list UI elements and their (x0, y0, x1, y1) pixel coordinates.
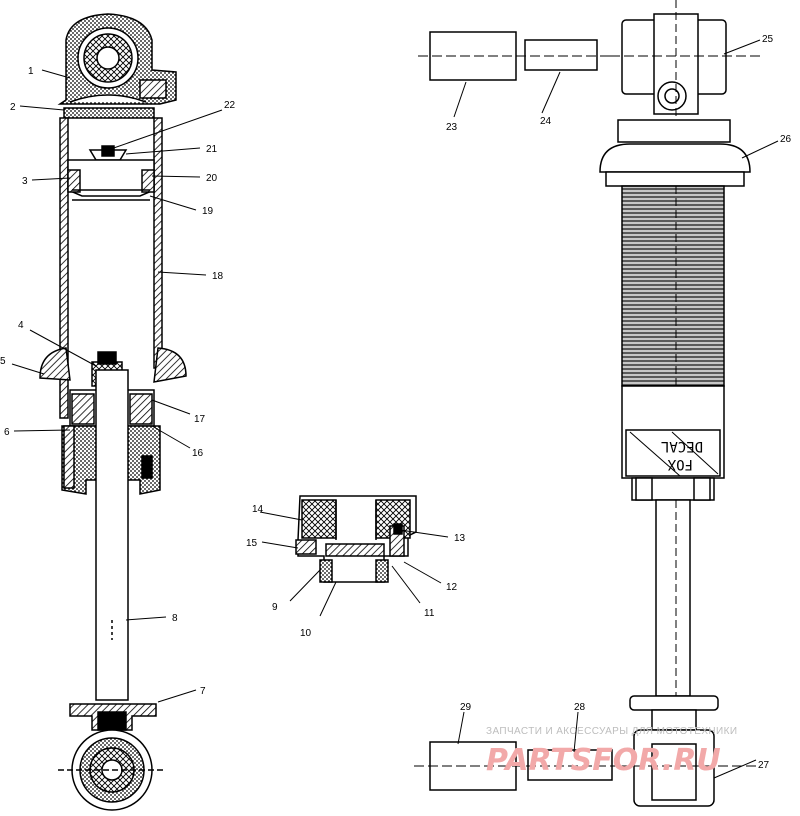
bushing-28 (527, 749, 613, 781)
watermark: ЗАПЧАСТИ И АКСЕССУАРЫ ДЛЯ МОТОТЕХНИКИ PA… (486, 726, 737, 778)
bushing-24 (524, 39, 598, 71)
label-1: 1 (28, 66, 34, 77)
shock-external-view (599, 0, 760, 807)
leader-lines (11, 39, 779, 779)
label-8: 8 (172, 613, 178, 624)
bushings-top (418, 31, 614, 81)
bushings-bottom (414, 741, 622, 791)
label-14: 14 (252, 504, 264, 515)
label-6: 6 (4, 427, 10, 438)
label-29: 29 (460, 702, 472, 713)
decal-line-1: FOX (667, 456, 693, 472)
decal-line-2: DECAL (661, 438, 703, 454)
label-9: 9 (272, 602, 278, 613)
label-17: 17 (194, 414, 206, 425)
part-labels: 1 2 3 4 5 6 7 8 9 10 11 12 13 14 15 16 1… (0, 34, 792, 771)
label-4: 4 (18, 320, 24, 331)
label-19: 19 (202, 206, 214, 217)
label-13: 13 (454, 533, 466, 544)
label-7: 7 (200, 686, 206, 697)
shock-cutaway-view (39, 13, 187, 811)
decal: FOX DECAL (661, 438, 703, 472)
label-26: 26 (780, 134, 792, 145)
label-16: 16 (192, 448, 204, 459)
label-5: 5 (0, 356, 6, 367)
label-28: 28 (574, 702, 586, 713)
seal-head-detail-view (295, 495, 417, 583)
label-20: 20 (206, 173, 218, 184)
label-18: 18 (212, 271, 224, 282)
label-3: 3 (22, 176, 28, 187)
label-24: 24 (540, 116, 552, 127)
label-22: 22 (224, 100, 236, 111)
label-27: 27 (758, 760, 770, 771)
label-25: 25 (762, 34, 774, 45)
label-23: 23 (446, 122, 458, 133)
label-10: 10 (300, 628, 312, 639)
watermark-tagline: ЗАПЧАСТИ И АКСЕССУАРЫ ДЛЯ МОТОТЕХНИКИ (486, 726, 737, 737)
label-15: 15 (246, 538, 258, 549)
label-2: 2 (10, 102, 16, 113)
label-12: 12 (446, 582, 458, 593)
label-21: 21 (206, 144, 218, 155)
watermark-brand: PARTSFOR.RU (486, 743, 721, 778)
label-11: 11 (424, 608, 435, 619)
